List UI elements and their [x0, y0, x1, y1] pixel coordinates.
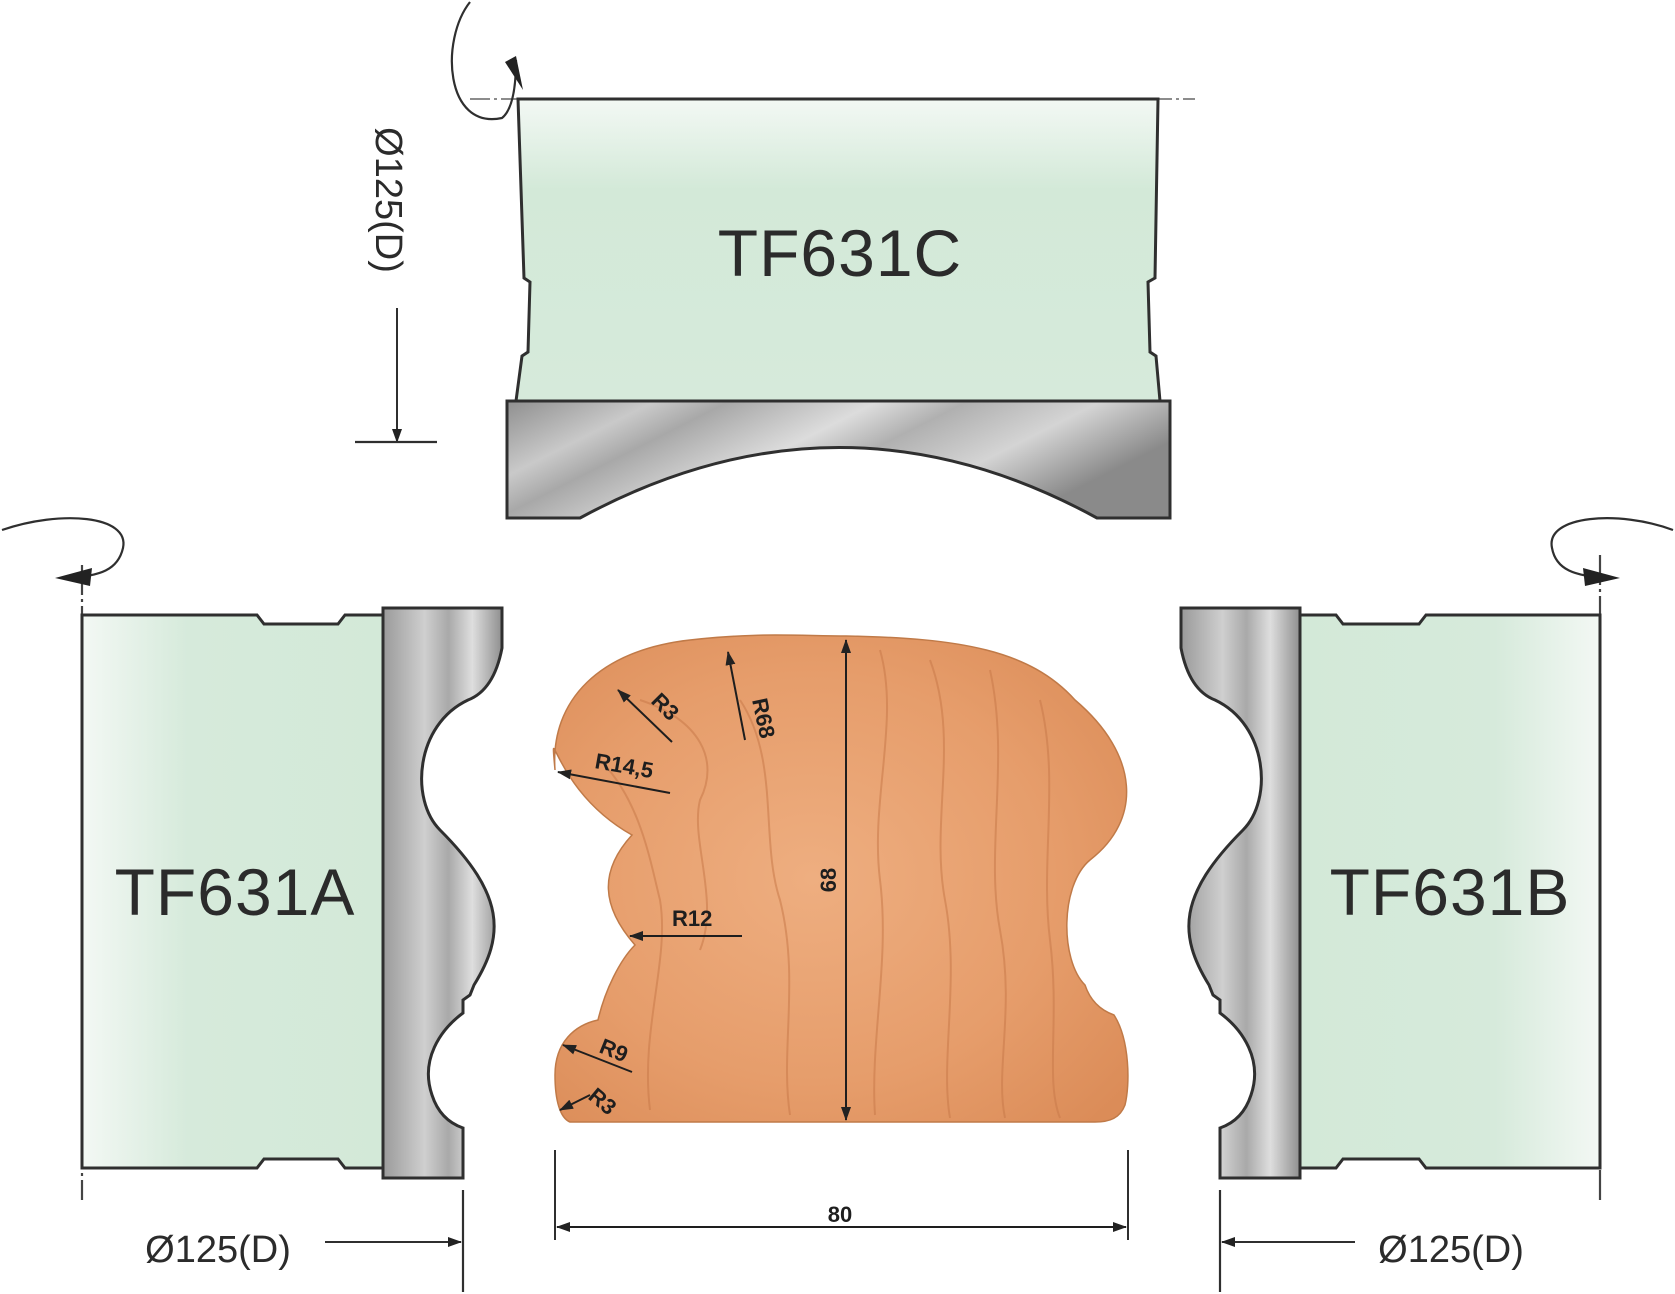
- rotation-arrowhead-icon: [505, 56, 523, 90]
- radius-leader-r3-bottom: [559, 1094, 591, 1111]
- radius-label-r12: R12: [672, 906, 712, 931]
- diameter-label-right: Ø125(D): [1378, 1229, 1524, 1271]
- diameter-label-left: Ø125(D): [145, 1229, 291, 1271]
- wood-grain: [599, 649, 1061, 1119]
- cutter-label-top: TF631C: [718, 216, 962, 290]
- radius-leader-r68: [725, 651, 746, 741]
- cutter-top: TF631C Ø125(D): [355, 1, 1195, 520]
- wood-profile: 68 R68 R3 R14,5 R12 R9 R3 80: [552, 634, 1129, 1240]
- rotation-arrow-icon: [450, 1, 518, 121]
- radius-leader-r9: [562, 1044, 633, 1073]
- rotation-arrowhead-icon: [55, 568, 92, 586]
- cutter-right: TF631B Ø125(D): [1179, 517, 1674, 1292]
- diameter-label-top: Ø125(D): [367, 127, 409, 273]
- height-dimension-label: 68: [816, 868, 841, 892]
- cutter-label-right: TF631B: [1330, 855, 1571, 929]
- radius-leader-r14-5: [557, 769, 671, 794]
- cutter-left: TF631A Ø125(D): [1, 517, 504, 1292]
- blade-left: [381, 606, 504, 1180]
- cutter-label-left: TF631A: [115, 855, 356, 929]
- rotation-arrow-icon: [1550, 517, 1674, 580]
- rotation-arrowhead-icon: [1583, 568, 1620, 586]
- radius-leader-r3-top: [617, 689, 673, 743]
- rotation-arrow-icon: [1, 517, 125, 580]
- width-dimension-label: 80: [828, 1202, 852, 1227]
- profile-shape: [552, 634, 1129, 1123]
- blade-top: [505, 399, 1172, 520]
- blade-right: [1179, 606, 1302, 1180]
